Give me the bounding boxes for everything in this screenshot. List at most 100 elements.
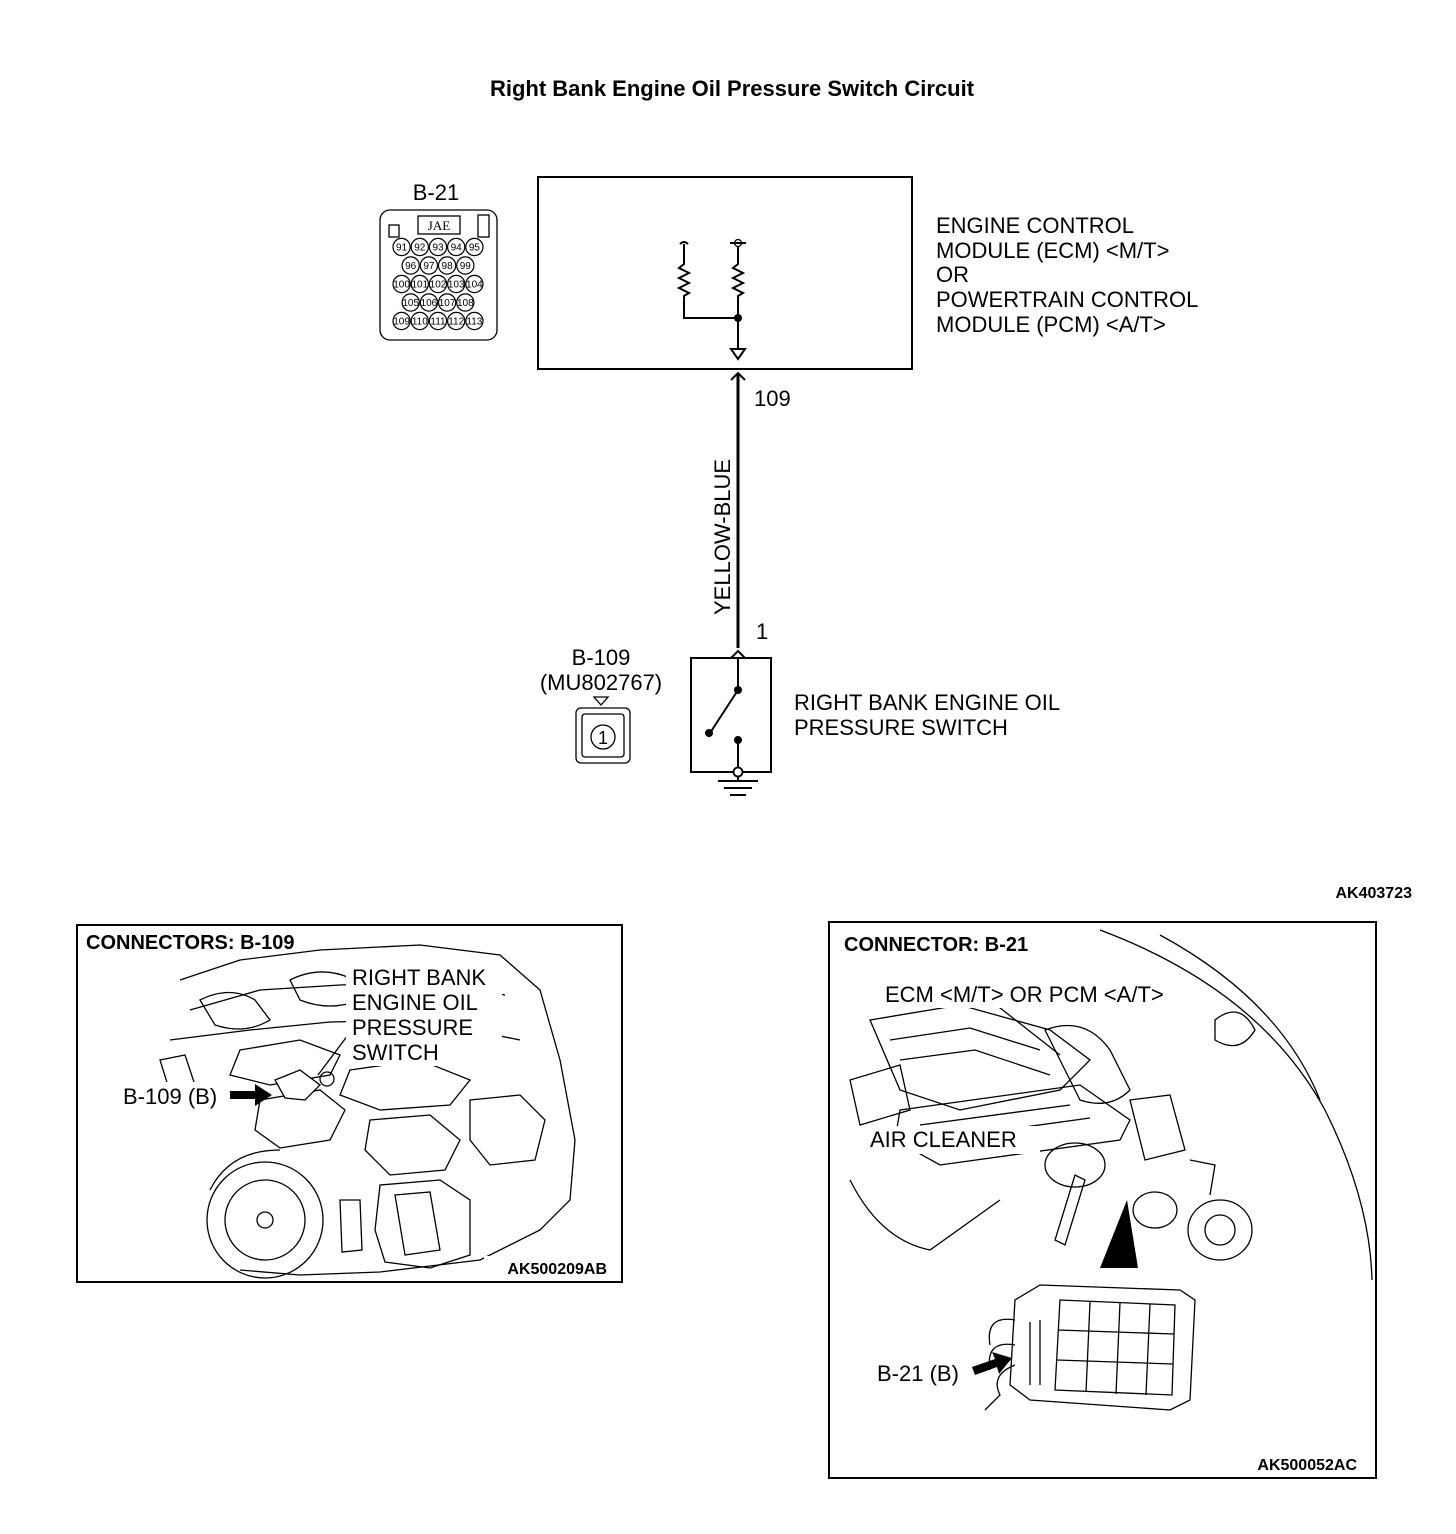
switch-box <box>690 657 772 773</box>
b21-pin-number: 109 <box>393 317 410 328</box>
b21-pin-number: 98 <box>442 261 454 272</box>
b109-pin-number: 1 <box>598 728 608 748</box>
b21-pin-number: 96 <box>405 261 417 272</box>
b21-pin-circle <box>401 293 420 312</box>
b21-pin-number: 95 <box>469 243 481 254</box>
b21-connector-id: B-21 <box>413 180 459 205</box>
engine-bay-illustration <box>849 929 1373 1411</box>
ecm-label: ENGINE CONTROL MODULE (ECM) <M/T> OR POW… <box>936 213 1198 337</box>
panel-right-frame <box>828 921 1377 1479</box>
b21-pin-circle <box>456 256 475 275</box>
b21-pin-number: 113 <box>466 317 482 328</box>
b21-pin-circle <box>392 311 411 331</box>
b21-pin-circle <box>419 293 439 312</box>
ecm-junction-dot <box>734 314 742 322</box>
b109-pointer-arrow-icon <box>230 1084 272 1106</box>
b21-pin-circle <box>428 311 448 331</box>
b21-pin-circle <box>447 237 466 257</box>
panel-left-callout-line-3: PRESSURE <box>352 1015 473 1040</box>
b21-pin-circle <box>401 256 420 275</box>
b21-maker-box <box>417 215 461 235</box>
b21-pin-circle <box>437 256 457 275</box>
b21-pin-number: 104 <box>466 280 483 291</box>
b21-pin-number: 103 <box>448 280 465 291</box>
ecm-label-line-1: ENGINE CONTROL <box>936 213 1134 238</box>
b21-pin-circle <box>456 293 475 312</box>
ecm-input-symbol <box>729 348 747 361</box>
b21-pin-circle <box>392 274 411 294</box>
b21-pin-circle <box>392 237 411 257</box>
ecm-box <box>537 176 913 370</box>
b109-connector-id: B-109 <box>572 645 631 670</box>
ecm-pullup-resistor-right <box>730 242 746 348</box>
panel-left-heading: CONNECTORS: B-109 <box>86 932 295 954</box>
oil-pressure-switch: RIGHT BANK ENGINE OIL PRESSURE SWITCH <box>690 657 1060 796</box>
b21-pin-number: 108 <box>457 298 474 309</box>
b109-part-number: (MU802767) <box>540 670 662 695</box>
b21-pin-number: 112 <box>448 317 464 328</box>
b21-pin-number: 93 <box>432 243 444 254</box>
panel-left-code: AK500209AB <box>507 1261 607 1278</box>
b21-latch-left <box>388 224 400 238</box>
b21-pin-circle <box>410 237 429 257</box>
ecm-module: ENGINE CONTROL MODULE (ECM) <M/T> OR POW… <box>537 176 1198 370</box>
ecm-label-line-2: MODULE (ECM) <M/T> <box>936 238 1169 263</box>
ecm-label-line-3: OR <box>936 262 969 287</box>
switch-terminal-arrow <box>730 649 746 659</box>
panel-left-callout: RIGHT BANK ENGINE OIL PRESSURE SWITCH <box>346 962 502 1066</box>
b21-pin-circle <box>465 311 484 331</box>
diagram-title: Right Bank Engine Oil Pressure Switch Ci… <box>490 76 975 101</box>
b109-housing-outer <box>575 707 631 764</box>
b109-connector-face: B-109 (MU802767) 1 <box>540 645 662 764</box>
ecm-label-leader <box>989 999 1061 1056</box>
b21-pin-circle <box>410 274 429 294</box>
b21-pin-number: 100 <box>393 280 410 291</box>
panel-right-connector-label: B-21 (B) <box>877 1361 959 1386</box>
panel-right-air-cleaner-label: AIR CLEANER <box>870 1127 1017 1152</box>
ecm-label-line-4: POWERTRAIN CONTROL <box>936 287 1198 312</box>
switch-ground-terminal <box>732 766 744 778</box>
panel-right-heading: CONNECTOR: B-21 <box>844 934 1028 956</box>
b21-maker-label: JAE <box>428 218 450 233</box>
b21-pin-circle <box>428 274 448 294</box>
panel-right-code: AK500052AC <box>1257 1457 1357 1474</box>
panel-right-ecm-label: ECM <M/T> OR PCM <A/T> <box>885 982 1164 1007</box>
b21-pointer-arrow-icon <box>972 1352 1012 1375</box>
panel-left-callout-line-4: SWITCH <box>352 1040 439 1065</box>
b21-pin-circle <box>447 274 466 294</box>
panel-b109-location: CONNECTORS: B-109 RIGHT BANK ENGINE OIL … <box>76 924 623 1283</box>
b21-pin-circle <box>437 293 457 312</box>
b21-pin-circle <box>465 237 484 257</box>
switch-terminal-number: 1 <box>756 619 768 644</box>
b21-pin-circle <box>419 256 439 275</box>
switch-label-line-2: PRESSURE SWITCH <box>794 715 1008 740</box>
b21-pin-number: 92 <box>414 243 426 254</box>
b21-pin-number: 99 <box>460 261 472 272</box>
panel-left-callout-line-2: ENGINE OIL <box>352 990 478 1015</box>
wire-color-label: YELLOW-BLUE <box>710 459 735 615</box>
b21-pin-number: 91 <box>396 243 408 254</box>
ecm-location-pointer-icon <box>1100 1200 1138 1268</box>
b21-housing <box>379 209 498 341</box>
b21-pin-number: 97 <box>423 261 435 272</box>
b21-pin-number: 102 <box>430 280 447 291</box>
ecm-pullup-resistor-left <box>676 241 738 319</box>
b21-pin-number: 105 <box>402 298 419 309</box>
panel-b21-location: CONNECTOR: B-21 ECM <M/T> OR PCM <A/T> A… <box>828 921 1377 1479</box>
b21-pin-number: 101 <box>411 280 428 291</box>
b109-key-mark <box>592 696 610 706</box>
panel-left-connector-label: B-109 (B) <box>123 1084 217 1109</box>
b21-pin-number: 94 <box>451 243 463 254</box>
b21-pin-circle <box>465 274 484 294</box>
ecm-terminal-number: 109 <box>754 386 791 411</box>
b21-pin-number: 107 <box>439 298 456 309</box>
b109-pin-circle <box>590 724 616 750</box>
b21-pin-circle <box>410 311 429 331</box>
ecm-label-line-5: MODULE (PCM) <A/T> <box>936 312 1166 337</box>
switch-label-line-1: RIGHT BANK ENGINE OIL <box>794 690 1060 715</box>
panel-left-callout-line-1: RIGHT BANK <box>352 965 486 990</box>
b21-pin-circle <box>428 237 448 257</box>
